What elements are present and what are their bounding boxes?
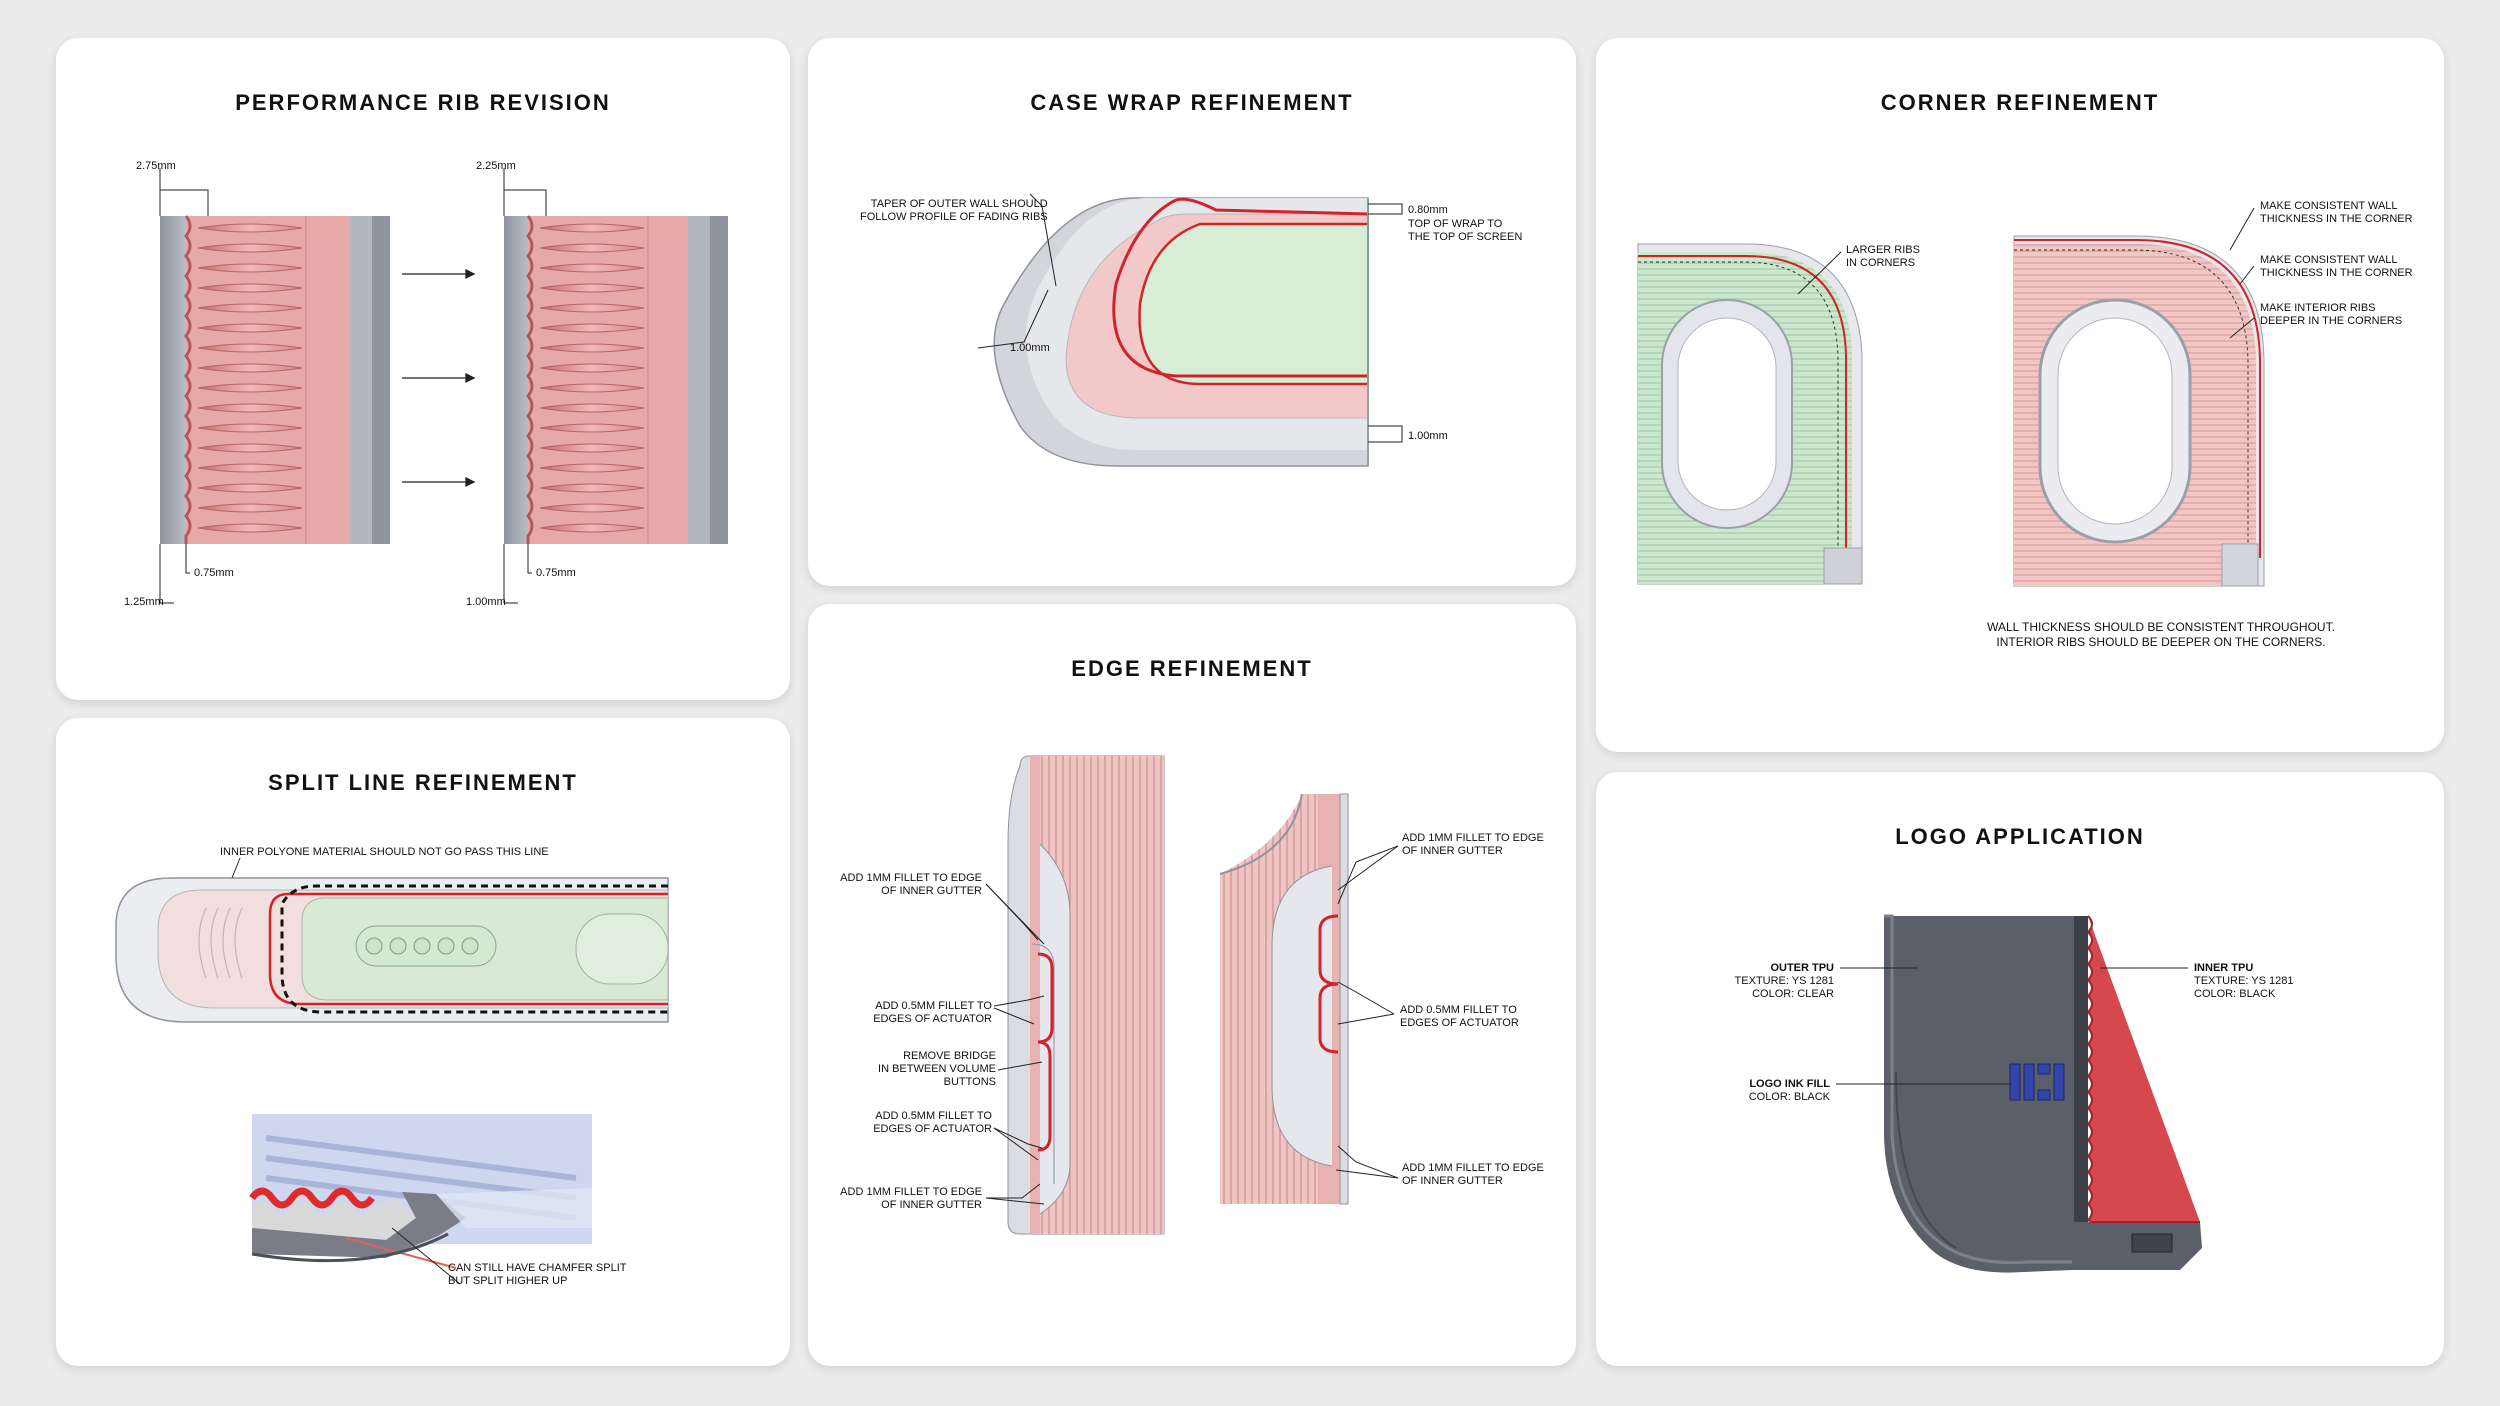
- dim-right-inner: 0.75mm: [536, 567, 576, 579]
- logo-diagram: [1836, 914, 2202, 1273]
- card-title: EDGE REFINEMENT: [1071, 656, 1313, 681]
- inner-tpu-title: INNER TPU: [2194, 962, 2254, 974]
- corner-right-note-3: MAKE INTERIOR RIBS DEEPER IN THE CORNERS: [2260, 302, 2403, 327]
- card-title: CORNER REFINEMENT: [1880, 90, 2160, 115]
- logo-ink-color: COLOR: BLACK: [1748, 1091, 1830, 1103]
- wrap-dim-left: 1.00mm: [1010, 342, 1050, 354]
- edge-left-note-2: ADD 0.5mm FILLET TO EDGES OF ACTUATOR: [873, 1000, 992, 1025]
- rib-block-right: [504, 215, 728, 544]
- edge-right-note-1: ADD 1mm FILLET TO EDGE OF INNER GUTTER: [1402, 832, 1544, 857]
- corner-right: [2013, 235, 2265, 587]
- split-case-top: [115, 857, 669, 1023]
- edge-left-note-5: ADD 1mm FILLET TO EDGE OF INNER GUTTER: [840, 1186, 982, 1211]
- wrap-dim-bottom: 1.00mm: [1408, 430, 1448, 442]
- edge-right-note-3: ADD 1mm FILLET TO EDGE OF INNER GUTTER: [1402, 1162, 1544, 1187]
- card-performance-rib: PERFORMANCE RIB REVISION: [56, 38, 790, 700]
- corner-right-note-2: MAKE CONSISTENT WALL THICKNESS IN THE CO…: [2260, 254, 2413, 279]
- dim-left-inner: 0.75mm: [194, 567, 234, 579]
- rib-diagram: [159, 168, 728, 604]
- edge-section-right: [1219, 793, 1349, 1205]
- edge-section-left: [1007, 755, 1165, 1235]
- split-case-bottom: [249, 1114, 592, 1285]
- outer-tpu-texture: TEXTURE: YS 1281: [1734, 975, 1834, 987]
- edge-left-note-3: REMOVE BRIDGE IN BETWEEN VOLUME BUTTONS: [878, 1050, 996, 1088]
- card-title: LOGO APPLICATION: [1895, 824, 2145, 849]
- wrap-section: [993, 197, 1369, 467]
- card-corner: CORNER REFINEMENT: [1596, 38, 2444, 752]
- logo-case-section: [1884, 914, 2202, 1273]
- corner-left: [1637, 243, 1863, 585]
- card-title: PERFORMANCE RIB REVISION: [235, 90, 611, 115]
- corner-right-note-1: MAKE CONSISTENT WALL THICKNESS IN THE CO…: [2260, 200, 2413, 225]
- case-wrap-diagram: [977, 193, 1403, 467]
- card-case-wrap: CASE WRAP REFINEMENT TAPER OF OUTER WALL…: [808, 38, 1576, 586]
- edge-left-note-4: ADD 0.5mm FILLET TO EDGES OF ACTUATOR: [873, 1110, 992, 1135]
- corner-left-note: LARGER RIBS IN CORNERS: [1846, 244, 1920, 269]
- outer-tpu-color: COLOR: CLEAR: [1752, 988, 1834, 1000]
- corner-footer-note: WALL THICKNESS SHOULD BE CONSISTENT THRO…: [1987, 620, 2335, 649]
- logo-ink-title: LOGO INK FILL: [1749, 1078, 1830, 1090]
- card-title: CASE WRAP REFINEMENT: [1030, 90, 1354, 115]
- edge-left-note-1: ADD 1mm FILLET TO EDGE OF INNER GUTTER: [840, 872, 982, 897]
- split-top-note: INNER POLYONE MATERIAL SHOULD NOT GO PAS…: [220, 846, 549, 858]
- dim-right-top: 2.25mm: [476, 160, 516, 172]
- wrap-taper-note: TAPER OF OUTER WALL SHOULD FOLLOW PROFIL…: [860, 198, 1048, 223]
- outer-tpu-title: OUTER TPU: [1770, 962, 1834, 974]
- card-logo: LOGO APPLICATION OUTER TPU TEXTURE: YS 1…: [1596, 772, 2444, 1366]
- split-line-diagram: [115, 857, 669, 1285]
- card-title: SPLIT LINE REFINEMENT: [268, 770, 578, 795]
- wrap-dim-top: 0.80mm: [1408, 204, 1448, 216]
- wrap-dim-top-note: TOP OF WRAP TO THE TOP OF SCREEN: [1408, 218, 1523, 243]
- inner-tpu-texture: TEXTURE: YS 1281: [2194, 975, 2294, 987]
- dim-left-top: 2.75mm: [136, 160, 176, 172]
- dim-right-bottom: 1.00mm: [466, 596, 506, 608]
- corner-diagram: [1637, 207, 2265, 587]
- dim-left-bottom: 1.25mm: [124, 596, 164, 608]
- rib-block-left: [160, 215, 390, 544]
- card-split-line: SPLIT LINE REFINEMENT: [56, 718, 790, 1366]
- split-bottom-note: CAN STILL HAVE CHAMFER SPLIT BUT SPLIT H…: [448, 1262, 627, 1287]
- card-edge: EDGE REFINEMENT: [808, 604, 1576, 1366]
- edge-diagram: [985, 755, 1399, 1235]
- edge-right-note-2: ADD 0.5mm FILLET TO EDGES OF ACTUATOR: [1400, 1004, 1519, 1029]
- inner-tpu-color: COLOR: BLACK: [2194, 988, 2276, 1000]
